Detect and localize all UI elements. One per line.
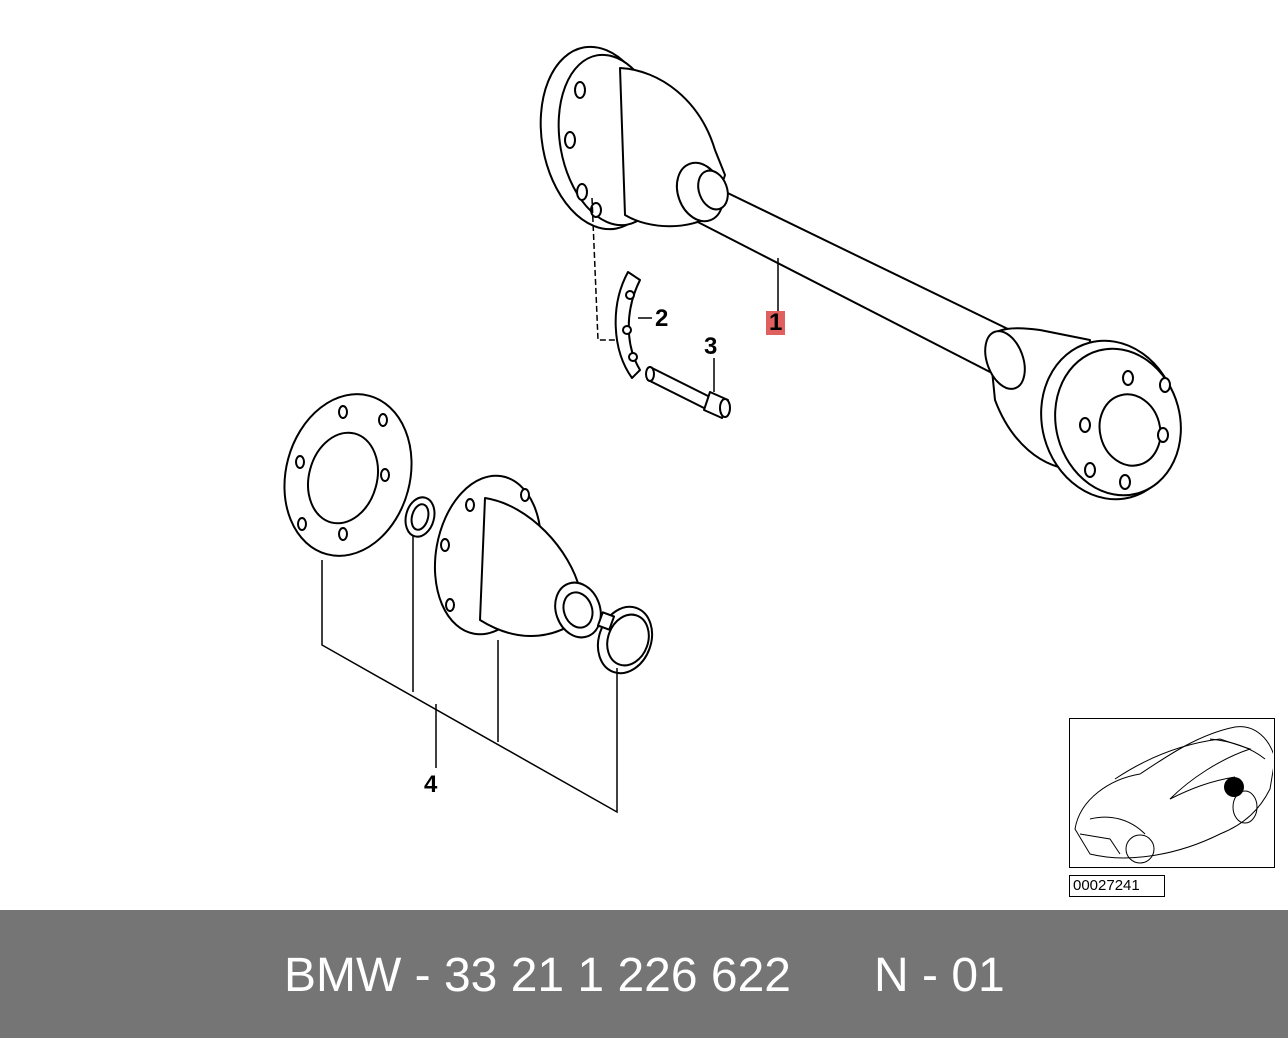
part-number: BMW - 33 21 1 226 622 [284,949,791,1002]
cover-plate [283,393,413,557]
parts-diagram [283,45,1182,814]
boot-kit [433,474,602,639]
drive-shaft [539,45,1182,501]
vehicle-thumbnail [1069,718,1276,868]
clamp [596,605,654,675]
callout-item-4[interactable]: 4 [424,771,438,798]
page-indicator: N - 01 [874,949,1005,1002]
callout-item-3[interactable]: 3 [704,333,718,360]
callout-item-1[interactable]: 1 [766,311,786,335]
car-location-icon [1074,726,1276,864]
illustration-code: 00027241 [1069,875,1165,897]
footer-bar [0,910,1288,1038]
leader-lines [321,197,779,814]
circlip [404,496,436,538]
callout-item-2[interactable]: 2 [655,305,669,332]
lock-plate [614,271,641,379]
bolt [645,366,731,419]
